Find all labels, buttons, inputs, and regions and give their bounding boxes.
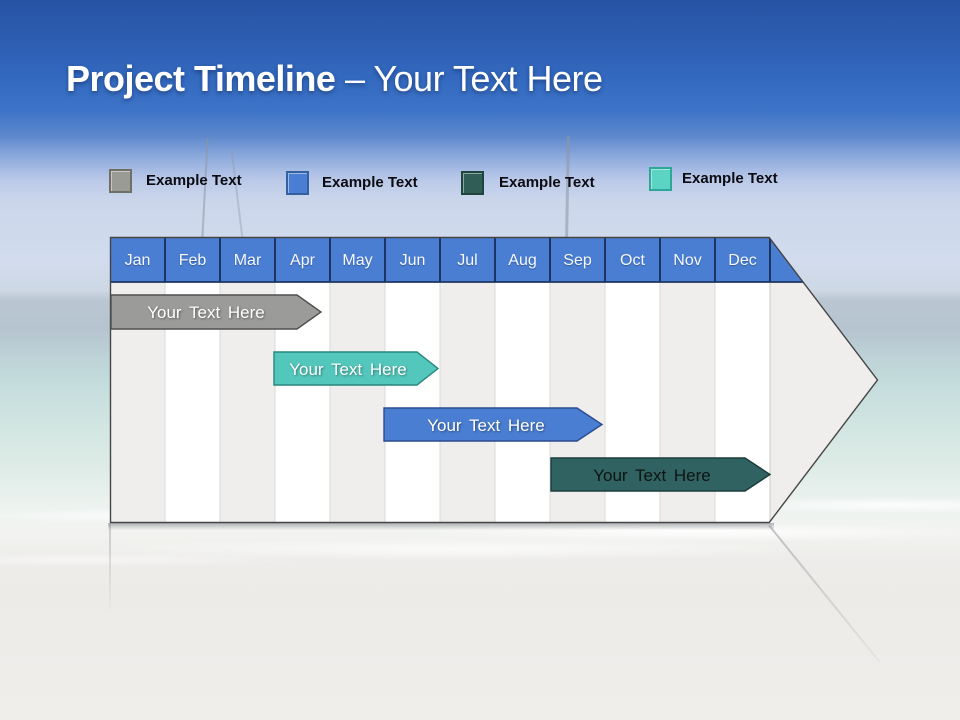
- legend-color-swatch: [286, 171, 309, 195]
- arrow-outline: [109, 236, 879, 524]
- timeline-bar-darkteal[interactable]: Your Text Here: [550, 457, 772, 492]
- month-label: Mar: [234, 252, 262, 269]
- month-label: Jan: [125, 252, 151, 269]
- legend-item-label: Example Text: [146, 172, 242, 189]
- legend-item-label: Example Text: [322, 174, 418, 191]
- month-label: Dec: [728, 252, 756, 269]
- slide-title[interactable]: Project Timeline – Your Text Here: [66, 58, 603, 100]
- legend-color-swatch: [461, 171, 484, 195]
- month-label: Nov: [673, 252, 701, 269]
- timeline-arrow-shape[interactable]: [110, 237, 878, 523]
- bar-shape: [273, 351, 440, 386]
- month-label: Apr: [290, 252, 316, 269]
- bar-label: Your Text Here: [289, 360, 407, 379]
- month-header-row[interactable]: Jan Feb Mar Apr May Jun Jul Aug Sep Oct …: [125, 252, 757, 269]
- bar-shape: [550, 457, 772, 492]
- month-label: Sep: [563, 252, 592, 269]
- month-header-dividers: [164, 237, 771, 282]
- month-column: [165, 237, 220, 523]
- legend-color-swatch: [109, 169, 132, 193]
- bar-label: Your Text Here: [427, 416, 545, 435]
- month-label: Jun: [400, 252, 426, 269]
- month-label: Feb: [179, 252, 207, 269]
- bar-label: Your Text Here: [593, 466, 711, 485]
- bar-shape: [110, 294, 323, 330]
- bar-shape: [383, 407, 604, 442]
- month-label: Aug: [508, 252, 536, 269]
- legend-color-swatch: [649, 167, 672, 191]
- table-shadow: [108, 523, 774, 530]
- month-label: Oct: [620, 252, 645, 269]
- slide-title-light: – Your Text Here: [344, 58, 603, 99]
- month-label: Jul: [457, 252, 477, 269]
- timeline-bar-blue[interactable]: Your Text Here: [383, 407, 604, 442]
- legend-item-label: Example Text: [499, 174, 595, 191]
- timeline-bar-turquoise[interactable]: Your Text Here: [273, 351, 440, 386]
- bar-label: Your Text Here: [147, 303, 265, 322]
- table-edge-reflection: [109, 524, 111, 614]
- slide-title-bold: Project Timeline: [66, 58, 336, 99]
- month-label: May: [342, 252, 372, 269]
- month-column: [495, 237, 550, 523]
- timeline-bar-gray[interactable]: Your Text Here: [110, 294, 323, 330]
- legend-item-label: Example Text: [682, 170, 778, 187]
